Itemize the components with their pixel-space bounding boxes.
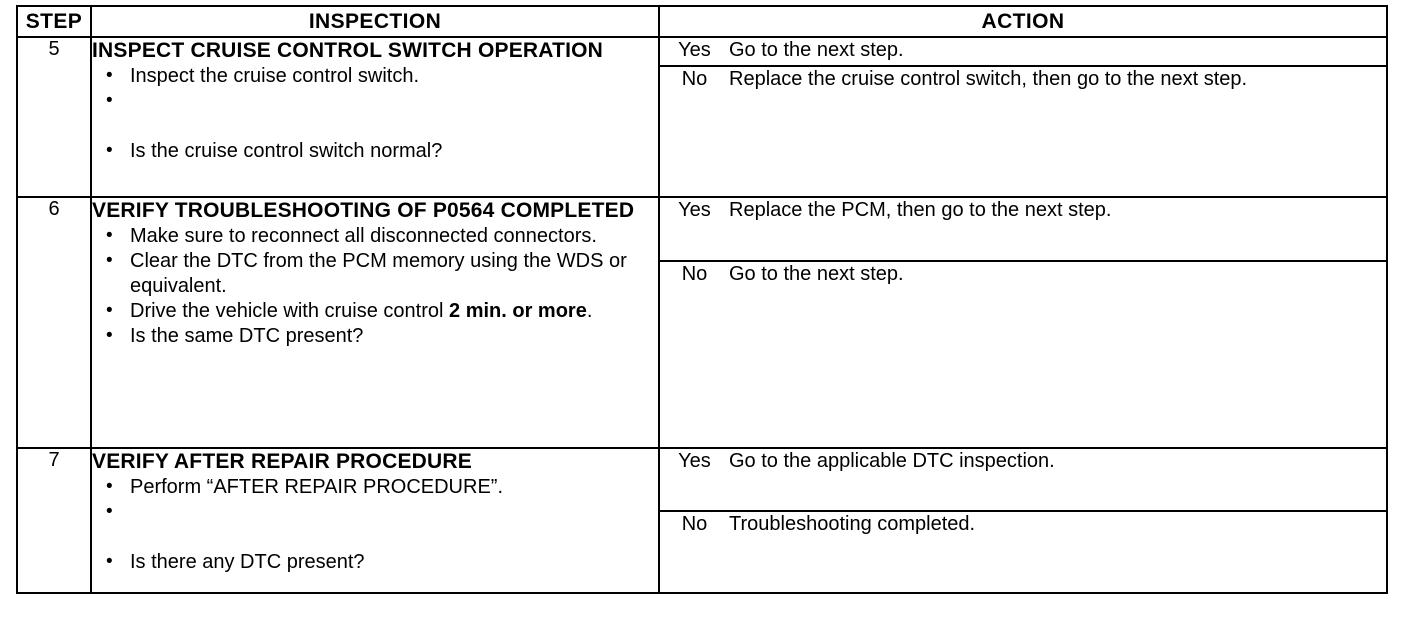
action-row-no: No Troubleshooting completed. [660, 511, 1386, 536]
inspection-bullets-7: Perform “AFTER REPAIR PROCEDURE”. Is the… [92, 474, 658, 575]
inspection-cell-6: VERIFY TROUBLESHOOTING OF P0564 COMPLETE… [90, 196, 660, 449]
action-cell-7: Yes Go to the applicable DTC inspection.… [658, 447, 1388, 594]
list-item: Drive the vehicle with cruise control 2 … [92, 298, 658, 324]
action-text-no: Go to the next step. [729, 261, 1386, 286]
column-header-action: ACTION [658, 5, 1388, 38]
step-number-5: 5 [16, 36, 92, 198]
table-row: 5 INSPECT CRUISE CONTROL SWITCH OPERATIO… [16, 36, 1388, 198]
step-number-6: 6 [16, 196, 92, 449]
bullet-text-prefix: Drive the vehicle with cruise control [130, 300, 450, 322]
action-row-yes: Yes Go to the applicable DTC inspection. [660, 449, 1386, 512]
bullet-spacer [92, 499, 658, 550]
inspection-cell-5: INSPECT CRUISE CONTROL SWITCH OPERATION … [90, 36, 660, 198]
table-row: 7 VERIFY AFTER REPAIR PROCEDURE Perform … [16, 447, 1388, 594]
column-header-step: STEP [16, 5, 92, 38]
list-item: Is the cruise control switch normal? [92, 138, 658, 164]
action-row-no: No Replace the cruise control switch, th… [660, 66, 1386, 91]
list-item: Clear the DTC from the PCM memory using … [92, 248, 658, 299]
inspection-bullets-5: Inspect the cruise control switch. Is th… [92, 63, 658, 164]
action-row-no: No Go to the next step. [660, 261, 1386, 286]
action-row-yes: Yes Go to the next step. [660, 38, 1386, 67]
action-text-yes: Go to the next step. [729, 38, 1386, 67]
action-subtable-5: Yes Go to the next step. No Replace the … [660, 38, 1386, 91]
list-item: Inspect the cruise control switch. [92, 63, 658, 89]
action-text-no: Replace the cruise control switch, then … [729, 66, 1386, 91]
list-item: Is the same DTC present? [92, 323, 658, 349]
table-body: 5 INSPECT CRUISE CONTROL SWITCH OPERATIO… [16, 36, 1388, 594]
answer-label-no: No [660, 511, 729, 536]
inspection-bullets-6: Make sure to reconnect all disconnected … [92, 223, 658, 349]
action-text-no: Troubleshooting completed. [729, 511, 1386, 536]
action-text-yes: Go to the applicable DTC inspection. [729, 449, 1386, 512]
bullet-text-emphasis: 2 min. or more [449, 300, 587, 322]
step-number-7: 7 [16, 447, 92, 594]
action-subtable-6: Yes Replace the PCM, then go to the next… [660, 198, 1386, 286]
bullet-text-suffix: . [586, 300, 593, 322]
inspection-title-6: VERIFY TROUBLESHOOTING OF P0564 COMPLETE… [92, 199, 635, 222]
action-subtable-7: Yes Go to the applicable DTC inspection.… [660, 449, 1386, 536]
list-item: Perform “AFTER REPAIR PROCEDURE”. [92, 474, 658, 500]
action-cell-6: Yes Replace the PCM, then go to the next… [658, 196, 1388, 449]
inspection-title-7: VERIFY AFTER REPAIR PROCEDURE [92, 450, 472, 473]
column-header-inspection: INSPECTION [90, 5, 660, 38]
action-cell-5: Yes Go to the next step. No Replace the … [658, 36, 1388, 198]
inspection-cell-7: VERIFY AFTER REPAIR PROCEDURE Perform “A… [90, 447, 660, 594]
troubleshooting-table: STEP INSPECTION ACTION 5 INSPECT CRUISE … [16, 5, 1388, 594]
list-item: Make sure to reconnect all disconnected … [92, 223, 658, 249]
answer-label-no: No [660, 66, 729, 91]
table-row: 6 VERIFY TROUBLESHOOTING OF P0564 COMPLE… [16, 196, 1388, 449]
answer-label-yes: Yes [660, 198, 729, 262]
bullet-spacer [92, 88, 658, 139]
answer-label-yes: Yes [660, 38, 729, 67]
answer-label-no: No [660, 261, 729, 286]
action-row-yes: Yes Replace the PCM, then go to the next… [660, 198, 1386, 262]
answer-label-yes: Yes [660, 449, 729, 512]
header-row: STEP INSPECTION ACTION [16, 5, 1388, 38]
table-header: STEP INSPECTION ACTION [16, 5, 1388, 38]
action-text-yes: Replace the PCM, then go to the next ste… [729, 198, 1386, 262]
list-item: Is there any DTC present? [92, 549, 658, 575]
inspection-title-5: INSPECT CRUISE CONTROL SWITCH OPERATION [92, 39, 604, 62]
